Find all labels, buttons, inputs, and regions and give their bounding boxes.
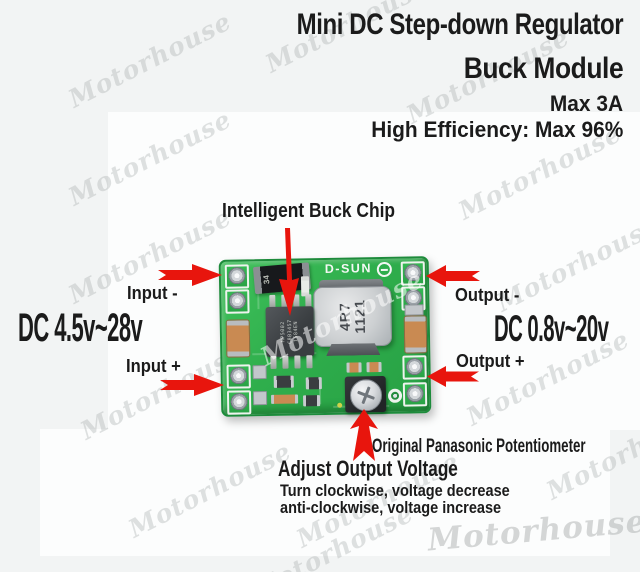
input-plus-arrow-icon <box>160 374 224 396</box>
minus-circle-icon <box>376 261 392 278</box>
diode-marking: 34 <box>261 274 272 285</box>
inductor-bottom-cap <box>326 343 380 356</box>
small-pad <box>252 391 268 406</box>
board-brand-text: D-SUN <box>324 261 373 276</box>
photo-background-lower <box>40 429 610 556</box>
spec-max-current: Max 3A <box>549 91 623 116</box>
output-minus-label: Output - <box>455 285 520 305</box>
spec-efficiency: High Efficiency: Max 96% <box>370 117 623 142</box>
minus-bar <box>380 268 388 271</box>
output-minus-arrow-icon <box>426 265 480 287</box>
chip-arrow-icon <box>278 228 300 316</box>
potentiometer-label: Original Panasonic Potentiometer <box>372 436 586 457</box>
pad-output-plus-2 <box>402 382 428 407</box>
page-subtitle: Buck Module <box>463 52 624 85</box>
small-capacitor <box>346 362 362 373</box>
potentiometer <box>344 375 387 413</box>
pad-input-minus-1 <box>224 264 250 289</box>
mounting-hole <box>387 388 403 403</box>
adjust-voltage-line2: anti-clockwise, voltage increase <box>280 499 502 517</box>
via-dot <box>337 402 343 408</box>
watermark: Motorhouse <box>63 6 237 114</box>
page-title: Mini DC Step-down Regulator <box>296 8 623 41</box>
small-resistor <box>305 377 322 390</box>
potentiometer-dial <box>349 379 383 412</box>
pad-input-plus-2 <box>226 390 252 415</box>
pad-input-plus-1 <box>226 364 251 389</box>
input-voltage-range: DC 4.5v~28v <box>18 306 143 350</box>
pad-output-plus-1 <box>402 355 427 380</box>
small-resistor <box>273 375 294 388</box>
output-capacitor <box>403 315 428 354</box>
input-minus-arrow-icon <box>158 264 222 286</box>
adjust-voltage-line1: Turn clockwise, voltage decrease <box>280 482 510 500</box>
adjust-voltage-title: Adjust Output Voltage <box>278 456 458 481</box>
output-voltage-range: DC 0.8v~20v <box>494 308 609 349</box>
output-plus-label: Output + <box>456 351 525 371</box>
small-component <box>404 304 424 316</box>
input-plus-label: Input + <box>126 356 181 376</box>
small-resistor <box>303 395 321 407</box>
output-plus-arrow-icon <box>427 366 479 387</box>
small-capacitor <box>366 362 382 373</box>
chip-pin <box>306 355 313 369</box>
small-pad <box>252 365 267 380</box>
chip-callout-label: Intelligent Buck Chip <box>222 200 396 222</box>
small-capacitor <box>271 394 299 404</box>
input-minus-label: Input - <box>127 283 178 303</box>
potentiometer-arrow-icon <box>349 409 379 461</box>
